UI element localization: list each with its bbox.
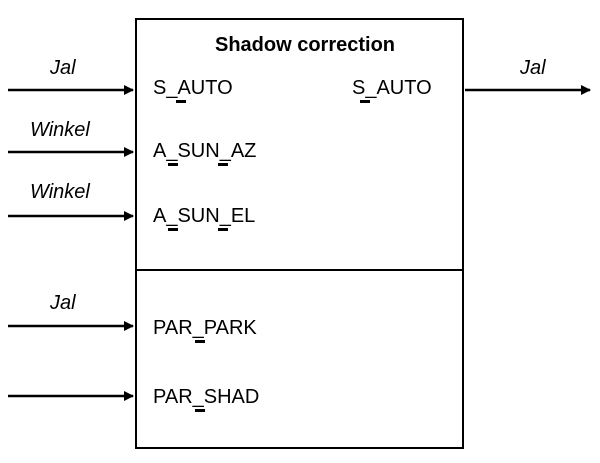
input-signal-type-par-park: Jal: [50, 292, 76, 314]
input-port-par-shad: PAR_SHAD: [153, 386, 260, 408]
underscore-mark: [360, 100, 370, 103]
output-signal-type-s-auto: Jal: [520, 57, 546, 79]
input-signal-type-a-sun-az: Winkel: [30, 119, 90, 141]
underscore-mark: [195, 409, 205, 412]
output-port-s-auto: S_AUTO: [352, 77, 432, 99]
underscore-mark: [176, 100, 186, 103]
underscore-mark: [218, 228, 228, 231]
input-signal-type-a-sun-el: Winkel: [30, 181, 90, 203]
input-port-par-park: PAR_PARK: [153, 317, 257, 339]
underscore-mark: [168, 163, 178, 166]
block-title: Shadow correction: [214, 34, 396, 56]
block-divider: [135, 269, 464, 271]
underscore-mark: [168, 228, 178, 231]
underscore-mark: [218, 163, 228, 166]
input-port-a-sun-el: A_SUN_EL: [153, 205, 256, 227]
underscore-mark: [195, 340, 205, 343]
input-signal-type-s-auto: Jal: [50, 57, 76, 79]
input-port-a-sun-az: A_SUN_AZ: [153, 140, 257, 162]
input-port-s-auto: S_AUTO: [153, 77, 233, 99]
function-block: [135, 18, 464, 449]
